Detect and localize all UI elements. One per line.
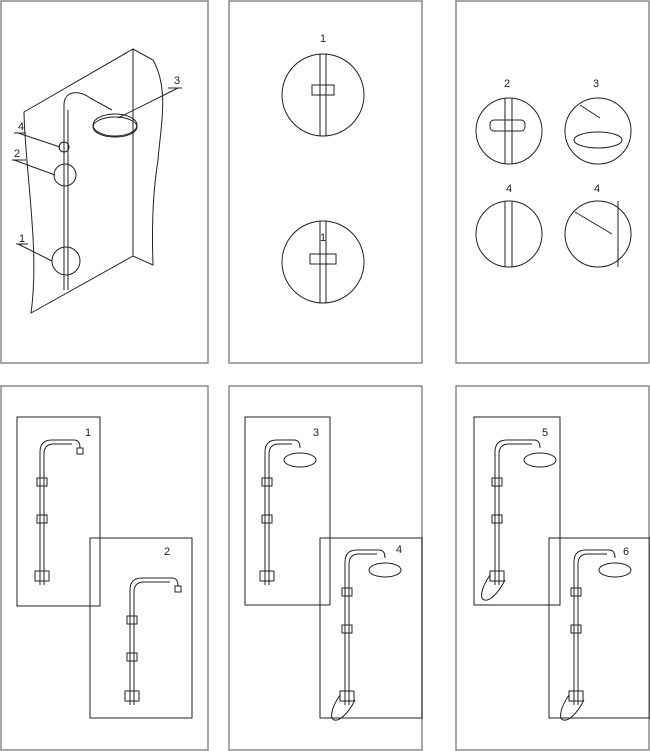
shower-part <box>568 690 584 702</box>
shower-part <box>133 581 170 705</box>
shower-part <box>264 439 301 585</box>
callout-label: 4 <box>18 121 24 133</box>
shower-part <box>124 690 140 702</box>
shower-column-drawings <box>34 439 632 721</box>
shower-part <box>126 652 138 662</box>
shower-part <box>489 570 505 582</box>
step-box <box>244 416 331 606</box>
callout-label: 1 <box>19 233 25 245</box>
shower-part <box>339 690 355 702</box>
callout-label: 1 <box>320 232 326 244</box>
callout-label: 1 <box>85 427 91 439</box>
callout-label: 4 <box>506 183 512 195</box>
step-box <box>16 416 101 607</box>
shower-part <box>268 443 292 585</box>
step-box <box>473 416 561 606</box>
overview-drawing <box>12 48 182 314</box>
shower-part <box>174 585 182 593</box>
shower-part <box>570 624 582 634</box>
callout-label: 2 <box>164 546 170 558</box>
callout-label: 2 <box>504 78 510 90</box>
shower-part <box>481 574 506 601</box>
shower-part <box>573 549 616 705</box>
shower-part <box>261 514 273 524</box>
callout-label: 5 <box>542 427 548 439</box>
callout-label: 1 <box>320 33 326 45</box>
shower-part <box>126 615 138 625</box>
callout-label: 6 <box>623 546 629 558</box>
panel-component-details <box>455 0 650 364</box>
step-box <box>319 537 423 719</box>
shower-part <box>598 562 632 578</box>
shower-part <box>34 570 50 582</box>
shower-part <box>570 587 582 597</box>
shower-part <box>577 553 607 705</box>
shower-part <box>36 477 48 487</box>
shower-part <box>344 549 386 705</box>
callout-label: 4 <box>594 183 600 195</box>
shower-part <box>368 562 402 578</box>
callout-label: 3 <box>593 78 599 90</box>
panel-overview <box>0 0 209 364</box>
shower-part <box>341 624 353 634</box>
shower-part <box>341 587 353 597</box>
panel-assembly-a <box>0 385 209 751</box>
mixer-detail-drawing <box>281 53 365 304</box>
component-detail-drawing <box>475 97 632 268</box>
callout-label: 4 <box>396 544 402 556</box>
shower-part <box>76 447 84 455</box>
panel-assembly-c <box>455 385 650 751</box>
shower-part <box>560 694 585 721</box>
shower-part <box>36 514 48 524</box>
shower-part <box>491 477 503 487</box>
callout-label: 2 <box>14 148 20 160</box>
step-box <box>89 537 193 719</box>
shower-part <box>259 570 275 582</box>
shower-part <box>491 514 503 524</box>
callout-label: 3 <box>313 427 319 439</box>
shower-part <box>348 553 377 705</box>
shower-part <box>494 439 541 585</box>
callout-label: 3 <box>174 75 180 87</box>
shower-part <box>261 477 273 487</box>
shower-part <box>43 443 72 585</box>
shower-part <box>498 443 532 585</box>
panel-assembly-b <box>228 385 423 751</box>
shower-part <box>283 452 317 468</box>
step-box <box>548 537 650 719</box>
shower-part <box>523 452 557 468</box>
shower-part <box>331 694 356 721</box>
panel-mixer-connection <box>228 0 423 364</box>
shower-part <box>129 577 179 705</box>
shower-part <box>39 439 81 585</box>
